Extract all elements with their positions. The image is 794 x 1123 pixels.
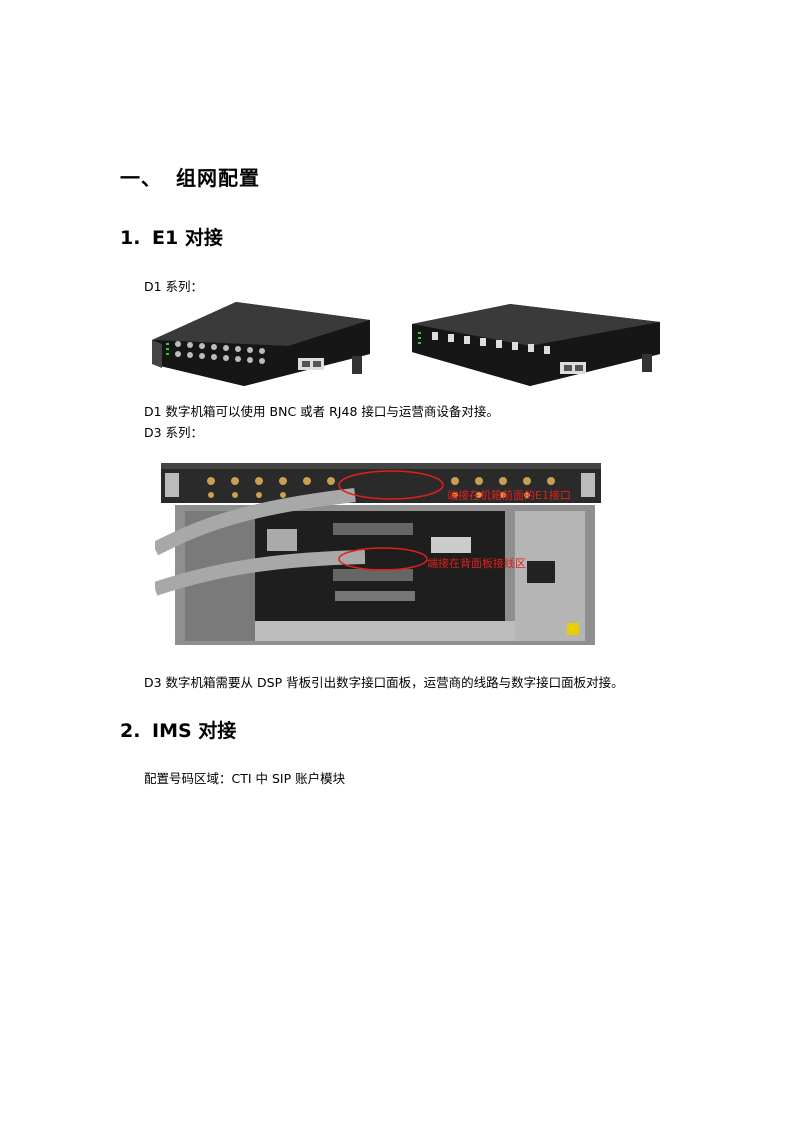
d1-series-label: D1 系列：: [144, 279, 204, 294]
d3-description: D3 数字机箱需要从 DSP 背板引出数字接口面板，运营商的线路与数字接口面板对…: [144, 675, 624, 690]
d3-series-label: D3 系列：: [144, 425, 204, 440]
d1-bnc-chassis-photo: [148, 298, 372, 390]
chapter-title: 组网配置: [176, 166, 260, 190]
chapter-number: 一、: [120, 166, 162, 190]
section-heading-ims: 2. IMS 对接: [120, 716, 236, 743]
ims-description: 配置号码区域：CTI 中 SIP 账户模块: [144, 771, 346, 786]
section-number: 1.: [120, 227, 141, 249]
d3-chassis-photo: 端接在机箱前面的E1接口 端接在背面板接线区: [155, 459, 606, 654]
section-heading-e1: 1. E1 对接: [120, 223, 223, 250]
d3-annotation-top: 端接在机箱前面的E1接口: [447, 488, 571, 502]
section-number: 2.: [120, 720, 141, 742]
d3-annotation-middle: 端接在背面板接线区: [427, 556, 526, 570]
d1-description: D1 数字机箱可以使用 BNC 或者 RJ48 接口与运营商设备对接。: [144, 404, 499, 419]
section-title: E1 对接: [152, 227, 223, 249]
chapter-heading: 一、组网配置: [120, 162, 260, 191]
d1-rj48-chassis-photo: [410, 302, 662, 390]
section-title: IMS 对接: [152, 720, 237, 742]
